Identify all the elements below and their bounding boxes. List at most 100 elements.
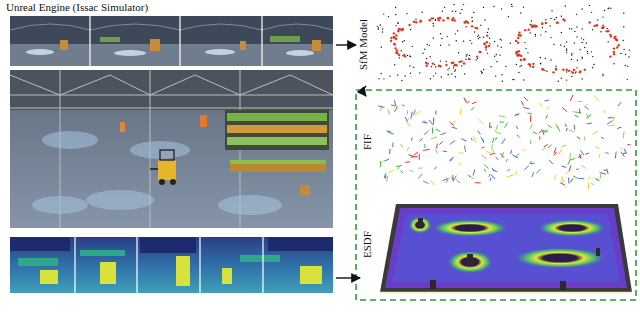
- fif-vector: [506, 159, 507, 162]
- sfm-point: [455, 76, 456, 77]
- panorama-strip-part-part: [10, 24, 90, 30]
- sfm-point: [440, 33, 441, 34]
- sfm-point: [402, 28, 404, 30]
- fif-vector: [460, 108, 461, 115]
- fif-vector: [405, 117, 407, 122]
- esdf-map-part-part: [430, 280, 436, 289]
- fif-vector: [396, 165, 402, 166]
- depth-strip-part-part: [140, 237, 196, 253]
- sfm-point: [382, 31, 383, 32]
- depth-strip-part-part: [10, 237, 70, 251]
- sfm-point: [410, 56, 411, 57]
- sfm-point: [501, 8, 502, 9]
- sfm-point: [429, 45, 430, 46]
- fif-vector: [573, 176, 578, 179]
- sfm-point: [485, 45, 487, 47]
- fif-vector: [607, 121, 612, 124]
- fif-vector: [507, 175, 513, 178]
- fif-vector: [394, 100, 396, 105]
- fif-vector: [401, 170, 403, 173]
- fif-vector: [415, 111, 420, 115]
- depth-strip-part-part: [262, 237, 263, 293]
- sfm-point: [562, 69, 564, 71]
- fif-vector: [411, 138, 413, 141]
- panorama-strip-part-part: [286, 50, 314, 56]
- sfm-point: [586, 42, 587, 43]
- depth-strip-part-part: [18, 258, 58, 266]
- sfm-point: [413, 21, 415, 23]
- sfm-point: [572, 72, 574, 74]
- sfm-point: [587, 51, 588, 52]
- fif-vector: [440, 133, 445, 135]
- fif-vector: [588, 182, 589, 188]
- sfm-point: [406, 13, 407, 14]
- sfm-point: [404, 75, 405, 76]
- sfm-point: [579, 49, 580, 50]
- fif-vector: [459, 163, 461, 166]
- esdf-map-part: [380, 204, 632, 292]
- esdf-map-part: [446, 250, 494, 274]
- panorama-strip-part: [10, 44, 333, 66]
- fif-vector: [502, 139, 506, 145]
- sfm-point: [439, 17, 441, 19]
- sfm-point: [455, 33, 456, 34]
- sfm-point: [516, 64, 517, 65]
- fif-vector: [436, 144, 438, 149]
- fif-vector: [515, 154, 519, 158]
- sfm-point: [455, 69, 456, 70]
- sfm-point: [566, 52, 567, 53]
- fif-vector: [464, 146, 465, 152]
- sfm-point: [425, 61, 427, 63]
- sfm-point: [381, 73, 382, 74]
- fif-vector: [515, 171, 517, 175]
- sfm-point: [515, 52, 517, 54]
- depth-strip-part-part: [199, 237, 200, 293]
- sfm-point: [452, 10, 453, 11]
- fif-vector: [400, 144, 403, 147]
- sfm-point: [402, 41, 403, 42]
- sfm-point: [617, 44, 619, 46]
- fif-vector: [588, 177, 590, 180]
- sfm-point: [535, 34, 536, 35]
- fif-vector: [523, 149, 526, 151]
- fif-vector: [594, 96, 599, 101]
- sfm-point: [584, 47, 585, 48]
- sfm-point: [576, 36, 577, 37]
- sfm-point: [545, 31, 546, 32]
- sfm-point: [629, 49, 630, 50]
- sfm-point: [627, 79, 628, 80]
- sfm-point: [602, 27, 604, 29]
- sfm-point: [566, 41, 567, 42]
- sfm-point: [397, 30, 399, 32]
- sfm-point: [561, 32, 562, 33]
- sfm-point: [571, 53, 572, 54]
- sfm-point: [433, 75, 434, 76]
- sfm-point: [471, 25, 473, 27]
- forklift-part: [160, 150, 174, 160]
- warehouse-render-part: [10, 70, 333, 228]
- sfm-point: [433, 37, 434, 38]
- sfm-point: [483, 42, 485, 44]
- panorama-strip-part-part: [180, 24, 262, 30]
- depth-strip-part-part: [136, 237, 137, 293]
- sfm-point: [409, 65, 410, 66]
- sfm-point: [435, 20, 436, 21]
- panorama-strip-part-part: [114, 50, 146, 56]
- fif-vector: [582, 165, 586, 168]
- fif-vector: [548, 145, 552, 149]
- fif-vector: [429, 120, 433, 125]
- sfm-point: [473, 12, 474, 13]
- flow-arrow: [336, 277, 360, 278]
- flow-arrow: [336, 44, 356, 45]
- sfm-point: [435, 66, 436, 67]
- sfm-point: [517, 42, 519, 44]
- panorama-strip-part-part: [26, 49, 54, 55]
- sfm-point: [435, 19, 436, 20]
- sfm-point: [527, 52, 528, 53]
- fif-vector: [557, 125, 560, 131]
- sfm-point: [517, 37, 519, 39]
- sfm-point: [576, 26, 577, 27]
- fif-vector: [486, 151, 492, 154]
